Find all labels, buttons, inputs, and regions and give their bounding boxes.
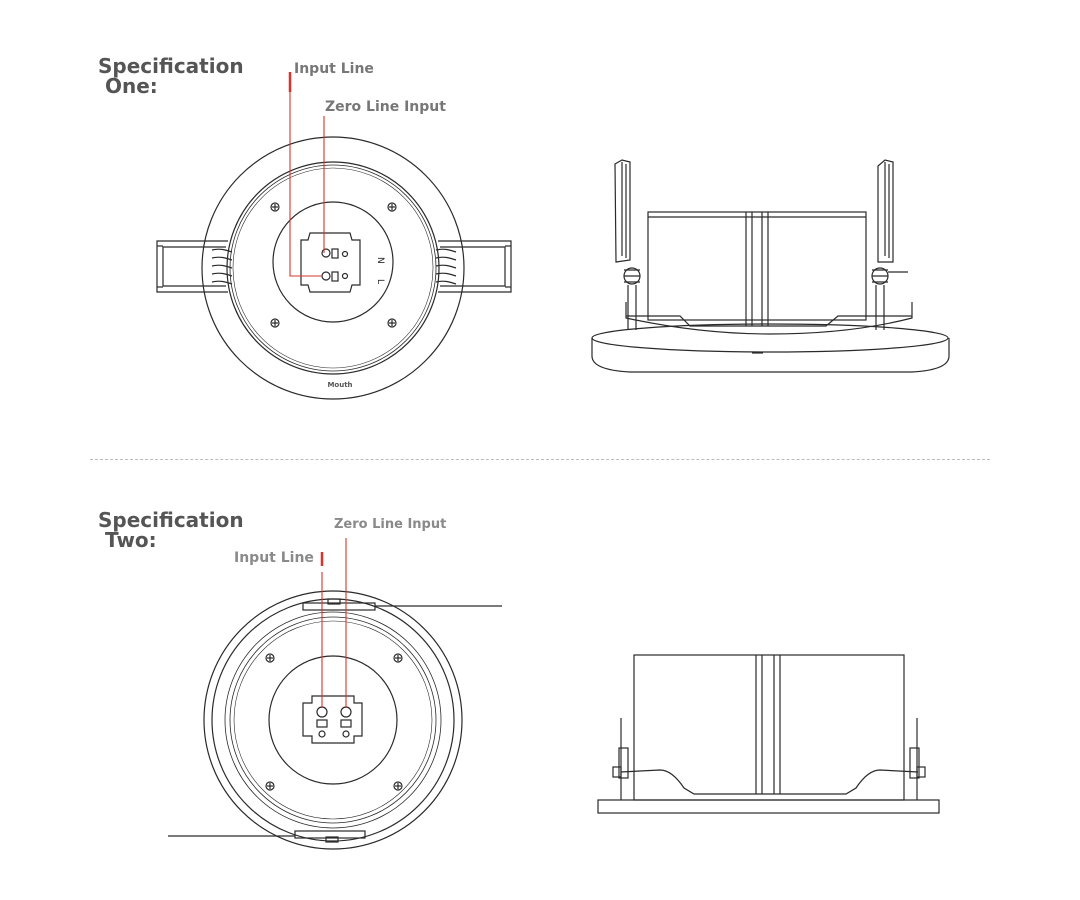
spec-two-title-line2: Two: — [105, 528, 157, 552]
inner-housing-2 — [268, 655, 398, 785]
clip-right — [871, 159, 908, 330]
spec-two-front-view — [168, 538, 502, 850]
clip-bar-bottom — [168, 830, 366, 843]
spec-two-side-view — [597, 654, 940, 814]
spec-one-side-view — [591, 159, 950, 373]
terminal-block — [300, 232, 361, 293]
clip-left-2 — [612, 718, 629, 800]
spec-one-zero-line-label: Zero Line Input — [325, 99, 446, 115]
spec-two-zero-line-label: Zero Line Input — [334, 517, 447, 532]
inner-housing — [272, 201, 394, 323]
spec-two-title: Specification Two: — [98, 510, 244, 550]
clip-left — [614, 159, 641, 330]
spec-two-title-line1: Specification — [98, 508, 244, 532]
outer-trim-ring-2 — [203, 590, 463, 850]
screw-heads — [270, 202, 397, 328]
spec-one-title: Specification One: — [98, 56, 244, 96]
spec-two-input-line-label: Input Line — [234, 550, 314, 566]
spec-one-wires — [288, 72, 325, 277]
trim-flange — [591, 338, 950, 373]
screw-heads-2 — [265, 653, 403, 791]
spec-one-input-line-label: Input Line — [294, 61, 374, 77]
mouth-label: Mouth — [327, 381, 352, 389]
spring-clip-left — [156, 240, 233, 293]
clip-bar-top — [302, 598, 502, 611]
clip-right-2 — [909, 718, 926, 800]
spec-two-wires — [320, 538, 347, 708]
spec-one-title-line1: Specification — [98, 54, 244, 78]
outer-trim-ring — [201, 136, 465, 400]
spring-clip-right — [435, 240, 512, 293]
terminal-l-label: L — [375, 279, 385, 284]
terminal-n-label: N — [375, 257, 385, 264]
terminal-block-2 — [302, 695, 363, 744]
section-divider — [90, 459, 990, 460]
housing-body-2 — [633, 654, 905, 801]
spec-one-title-line2: One: — [105, 74, 158, 98]
housing-body — [647, 211, 867, 321]
trim-flange-2 — [597, 799, 940, 814]
spec-one-front-view: N L Mouth — [156, 72, 512, 400]
